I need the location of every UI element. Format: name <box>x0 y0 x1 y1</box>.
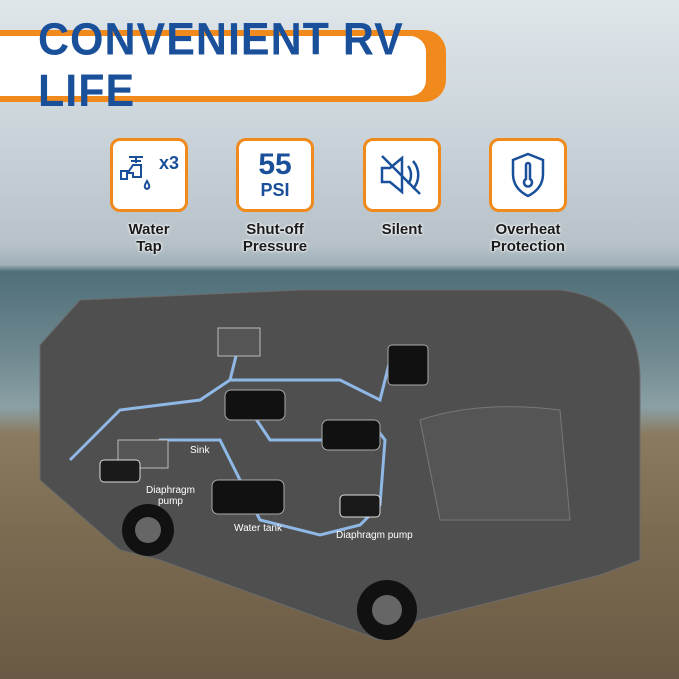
pressure-unit: PSI <box>260 179 290 200</box>
feature-label: Tap <box>136 238 162 255</box>
rv-diagram <box>39 289 641 641</box>
upper-sink <box>217 327 261 357</box>
pump1-line2: pump <box>157 496 183 507</box>
mute-speaker-icon <box>363 138 441 212</box>
feature-silent: Silent <box>361 138 443 238</box>
pump2-label: Diaphragm pump <box>336 530 413 541</box>
badge: x3 <box>158 153 180 173</box>
water-tap-icon: x3 <box>110 138 188 212</box>
tanks <box>211 344 429 515</box>
feature-label: Shut-off <box>246 221 304 238</box>
feature-label: Pressure <box>242 238 308 255</box>
diaphragm-pump-2 <box>339 494 381 518</box>
feature-label: Water <box>128 221 170 238</box>
pump1-line1: Diaphragm <box>146 485 195 496</box>
title-banner: CONVENIENT RV LIFE <box>0 15 446 116</box>
banner-title: CONVENIENT RV LIFE <box>38 14 404 117</box>
feature-label: Overheat <box>495 221 561 238</box>
sink-label: Sink <box>190 445 210 456</box>
pressure-value: 55 <box>258 147 292 181</box>
diaphragm-pump-1 <box>99 459 141 483</box>
feature-label: Silent <box>381 221 423 238</box>
shield-thermometer-icon <box>489 138 567 212</box>
feature-label: Protection <box>490 238 566 255</box>
water-tank-label: Water tank <box>234 523 282 534</box>
pressure-icon: 55 PSI <box>236 138 314 212</box>
rv-windshield <box>419 406 571 521</box>
